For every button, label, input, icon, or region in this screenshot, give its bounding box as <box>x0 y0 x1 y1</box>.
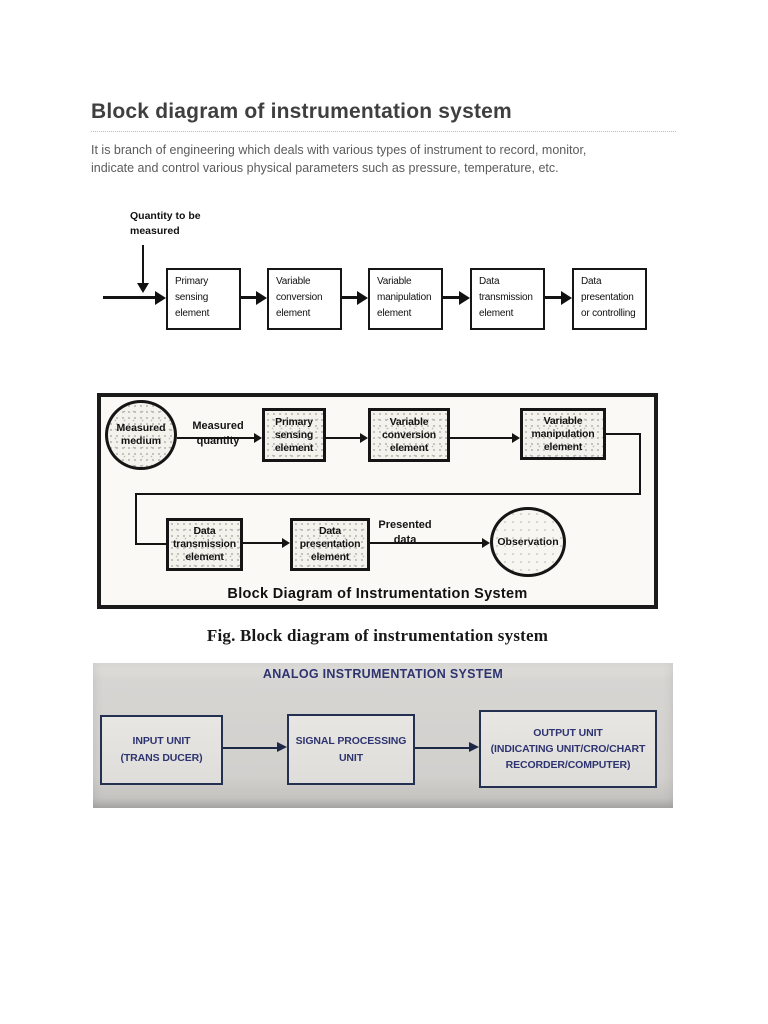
arrow-line <box>326 437 360 439</box>
flow-block-data-presentation: Data presentation or controlling <box>572 268 647 330</box>
analog-block-line: (INDICATING UNIT/CRO/CHART <box>490 743 646 755</box>
arrow-line <box>415 747 469 749</box>
connector-line <box>639 433 641 495</box>
arrow-line <box>243 542 282 544</box>
right-arrow-icon <box>469 742 479 752</box>
scan-block-data-presentation: Data presentation element <box>290 518 370 571</box>
analog-block-line: (TRANS DUCER) <box>120 752 203 764</box>
flow-diagram: Quantity to be measured Primary sensing … <box>0 205 768 355</box>
intro-line-1: It is branch of engineering which deals … <box>91 143 587 157</box>
right-arrow-icon <box>256 291 267 305</box>
figure-caption: Fig. Block diagram of instrumentation sy… <box>206 626 549 645</box>
measured-quantity-label: Measured quantity <box>192 420 244 447</box>
analog-block-output-unit: OUTPUT UNIT (INDICATING UNIT/CRO/CHART R… <box>479 710 657 788</box>
right-arrow-icon <box>155 291 166 305</box>
analog-block-line: RECORDER/COMPUTER) <box>505 759 631 771</box>
observation-node: Observation <box>490 507 566 577</box>
arrow-line <box>241 296 256 299</box>
connector-line <box>135 543 166 545</box>
flow-block-variable-conversion: Variable conversion element <box>267 268 342 330</box>
scanned-diagram-caption: Block Diagram of Instrumentation System <box>227 586 528 602</box>
analog-block-input-unit: INPUT UNIT (TRANS DUCER) <box>100 715 223 785</box>
right-arrow-icon <box>357 291 368 305</box>
connector-line <box>135 493 641 495</box>
flow-block-data-transmission: Data transmission element <box>470 268 545 330</box>
arrow-line <box>223 747 277 749</box>
arrow-line <box>370 542 482 544</box>
intro-line-2: indicate and control various physical pa… <box>91 160 559 175</box>
right-arrow-icon <box>561 291 572 305</box>
right-arrow-icon <box>482 538 490 548</box>
measured-medium-node: Measured medium <box>105 400 177 470</box>
arrow-line <box>450 437 512 439</box>
intro-paragraph: It is branch of engineering which deals … <box>91 142 671 177</box>
title-divider <box>91 131 676 132</box>
quantity-label: Quantity to be measured <box>130 210 201 237</box>
arrow-line <box>443 296 459 299</box>
connector-line <box>606 433 641 435</box>
right-arrow-icon <box>360 433 368 443</box>
scanned-diagram: Measured medium Measured quantity Primar… <box>97 393 658 609</box>
presented-data-label: Presented data <box>378 519 432 546</box>
arrow-line <box>103 296 155 299</box>
page-title: Block diagram of instrumentation system <box>91 100 512 123</box>
analog-block-line: SIGNAL PROCESSING <box>295 734 407 747</box>
scan-block-data-transmission: Data transmission element <box>166 518 243 571</box>
analog-block-signal-processing: SIGNAL PROCESSING UNIT <box>287 714 415 785</box>
scan-block-primary-sensing: Primary sensing element <box>262 408 326 462</box>
arrow-line <box>545 296 561 299</box>
right-arrow-icon <box>459 291 470 305</box>
right-arrow-icon <box>277 742 287 752</box>
right-arrow-icon <box>282 538 290 548</box>
arrow-line <box>142 245 144 283</box>
right-arrow-icon <box>512 433 520 443</box>
arrow-line <box>342 296 357 299</box>
analog-block-line: OUTPUT UNIT <box>533 727 603 739</box>
analog-block-line: UNIT <box>338 751 364 764</box>
right-arrow-icon <box>254 433 262 443</box>
scan-block-variable-conversion: Variable conversion element <box>368 408 450 462</box>
analog-diagram-title: ANALOG INSTRUMENTATION SYSTEM <box>262 667 504 681</box>
flow-block-variable-manipulation: Variable manipulation element <box>368 268 443 330</box>
scan-block-variable-manipulation: Variable manipulation element <box>520 408 606 460</box>
down-arrow-icon <box>137 283 149 293</box>
analog-diagram: ANALOG INSTRUMENTATION SYSTEM INPUT UNIT… <box>93 663 673 808</box>
analog-block-line: INPUT UNIT <box>132 735 191 747</box>
flow-block-primary-sensing: Primary sensing element <box>166 268 241 330</box>
connector-line <box>135 493 137 545</box>
arrow-line <box>177 437 254 439</box>
